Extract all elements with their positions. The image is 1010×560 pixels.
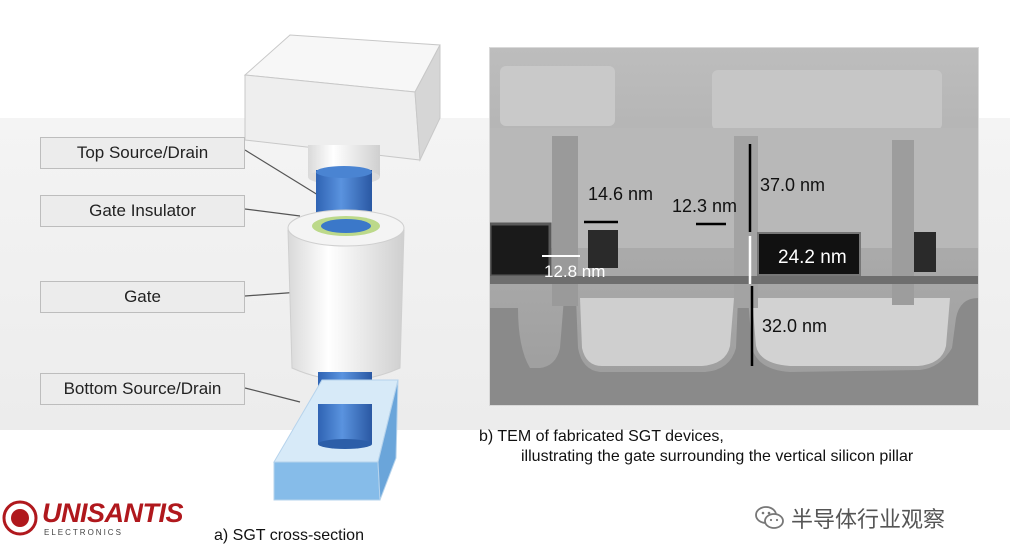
logo-circle-icon — [2, 500, 38, 536]
caption-a: a) SGT cross-section — [214, 527, 364, 544]
dimension-12-8: 12.8 nm — [544, 262, 606, 281]
label-gate: Gate — [40, 281, 245, 313]
watermark-text: 半导体行业观察 — [791, 508, 946, 533]
caption-b-line1: b) TEM of fabricated SGT devices, — [479, 428, 724, 445]
top-block — [243, 34, 441, 162]
tem-image — [490, 48, 978, 405]
dimension-37-0: 37.0 nm — [760, 175, 826, 195]
leader-bottom — [244, 387, 301, 403]
dimension-12-3: 12.3 nm — [672, 196, 738, 216]
label-top-source-drain: Top Source/Drain — [40, 137, 245, 169]
label-gate-insulator: Gate Insulator — [40, 195, 245, 227]
caption-b-line2: illustrating the gate surrounding the ve… — [521, 448, 914, 465]
wechat-icon — [755, 506, 784, 529]
bottom-base-block — [273, 379, 399, 501]
dimension-32-0: 32.0 nm — [762, 316, 828, 336]
leader-insulator — [244, 208, 301, 217]
sgt-schematic — [243, 34, 441, 501]
gate-cylinder — [287, 209, 405, 381]
leader-top — [244, 149, 319, 196]
dimension-14-6: 14.6 nm — [588, 184, 654, 204]
dimension-24-2: 24.2 nm — [778, 247, 847, 268]
label-bottom-source-drain: Bottom Source/Drain — [40, 373, 245, 405]
unisantis-logo: UNISANTIS ELECTRONICS — [2, 498, 202, 540]
logo-sub: ELECTRONICS — [44, 528, 123, 537]
watermark: 半导体行业观察 — [755, 502, 945, 534]
logo-name: UNISANTIS — [42, 498, 184, 528]
